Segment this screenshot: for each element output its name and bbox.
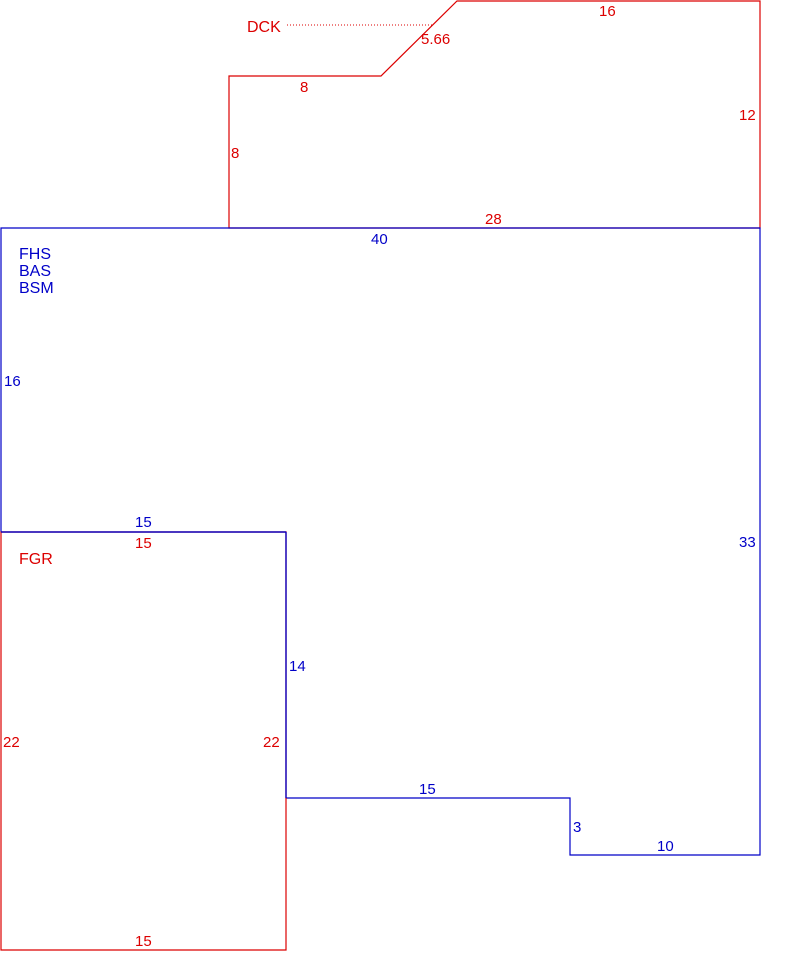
- house-dim-right: 33: [739, 534, 756, 551]
- deck-dim-right: 12: [739, 107, 756, 124]
- house-outline: [0, 227, 761, 856]
- house-code-3: BSM: [19, 280, 54, 297]
- deck-dim-notch-left: 8: [231, 145, 239, 162]
- house-dim-top: 40: [371, 231, 388, 248]
- house-dim-step: 3: [573, 819, 581, 836]
- deck-outline: [228, 0, 761, 229]
- garage-dim-right: 22: [263, 734, 280, 751]
- house-dim-garage-top: 15: [135, 514, 152, 531]
- deck-dim-notch-top: 8: [300, 79, 308, 96]
- deck-dim-top: 16: [599, 3, 616, 20]
- deck-dim-diagonal: 5.66: [421, 31, 450, 48]
- house-dim-left: 16: [4, 373, 21, 390]
- garage-dim-bottom: 15: [135, 933, 152, 950]
- garage-outline: [0, 531, 287, 951]
- house-dim-bottom-right: 10: [657, 838, 674, 855]
- garage-dim-top: 15: [135, 535, 152, 552]
- house-code-1: FHS: [19, 246, 51, 263]
- garage-dim-left: 22: [3, 734, 20, 751]
- house-dim-bottom-mid: 15: [419, 781, 436, 798]
- house-code-2: BAS: [19, 263, 51, 280]
- house-dim-garage-right: 14: [289, 658, 306, 675]
- deck-dim-bottom: 28: [485, 211, 502, 228]
- garage-code-label: FGR: [19, 551, 53, 568]
- deck-code-label: DCK: [247, 19, 281, 36]
